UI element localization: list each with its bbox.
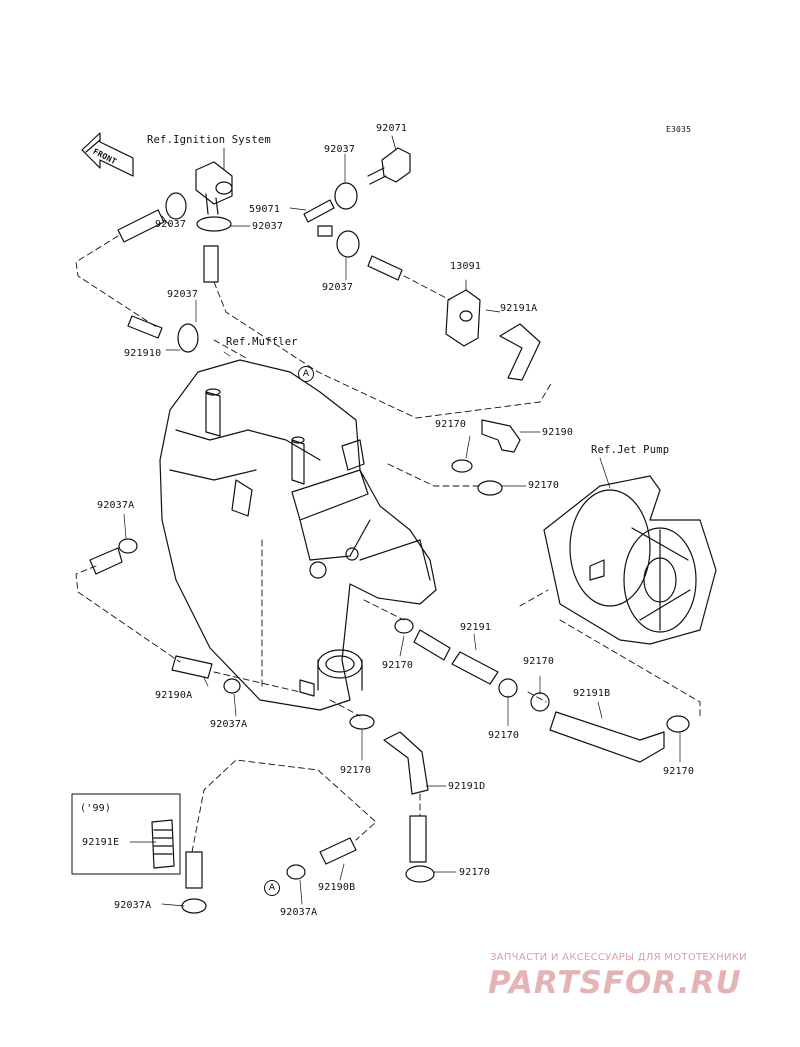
part-label: 92191A — [500, 303, 538, 314]
part-label: 92190 — [542, 427, 574, 438]
part-label: 92170 — [382, 660, 414, 671]
leader-lines — [123, 153, 681, 907]
ref-ignition-system: Ref.Ignition System — [147, 134, 271, 146]
part-label: 92037 — [252, 221, 284, 232]
part-label: 92191 — [460, 622, 492, 633]
part-label: 92037 — [322, 282, 354, 293]
part-label: 92170 — [488, 730, 520, 741]
part-label: 59071 — [249, 204, 281, 215]
routing-lines-top — [75, 235, 553, 419]
watermark-tagline: ЗАПЧАСТИ И АКСЕССУАРЫ ДЛЯ МОТОТЕХНИКИ — [490, 952, 747, 963]
callout-a-upper: A — [298, 366, 314, 382]
part-label: 92037A — [97, 500, 135, 511]
part-label: 13091 — [450, 261, 482, 272]
part-label: 92191D — [448, 781, 486, 792]
part-label: 92170 — [523, 656, 555, 667]
part-label: 92037A — [210, 719, 248, 730]
part-label: 92170 — [663, 766, 695, 777]
diagram-code: E3035 — [666, 125, 692, 134]
muffler-assembly — [159, 359, 437, 711]
clamp-92170 — [118, 459, 690, 914]
part-label: 92037 — [167, 289, 199, 300]
part-label: 92191E — [82, 837, 120, 848]
part-label: 92191B — [573, 688, 611, 699]
ref-muffler: Ref.Muffler — [226, 336, 298, 348]
ref-jet-pump: Ref.Jet Pump — [591, 444, 670, 456]
part-label: 92071 — [376, 123, 408, 134]
hose-pieces-mid — [89, 419, 665, 889]
callout-a-lower: A — [264, 880, 280, 896]
jet-pump — [543, 475, 717, 645]
part-label: 92037A — [114, 900, 152, 911]
part-label: 92170 — [340, 765, 372, 776]
ignition-fitting — [195, 147, 233, 215]
part-label: 92190A — [155, 690, 193, 701]
part-label: 92170 — [459, 867, 491, 878]
bracket-13091 — [445, 279, 481, 347]
routing-lines-pump — [519, 589, 701, 719]
part-label: 92037 — [324, 144, 356, 155]
part-label: 921910 — [124, 348, 162, 359]
inset-year: ('99) — [80, 803, 112, 814]
part-label: 92170 — [528, 480, 560, 491]
part-label: 92170 — [435, 419, 467, 430]
inset-box — [71, 793, 181, 875]
part-label: 92037A — [280, 907, 318, 918]
front-arrow-icon — [81, 132, 134, 177]
fitting-92071 — [367, 135, 411, 185]
circlip-92037 — [165, 182, 360, 353]
routing-lines-lower — [75, 463, 481, 853]
part-label: 92190B — [318, 882, 356, 893]
watermark-logo: PARTSFOR.RU — [488, 965, 742, 1001]
hose-92191A — [499, 323, 541, 381]
part-label: 92037 — [155, 219, 187, 230]
